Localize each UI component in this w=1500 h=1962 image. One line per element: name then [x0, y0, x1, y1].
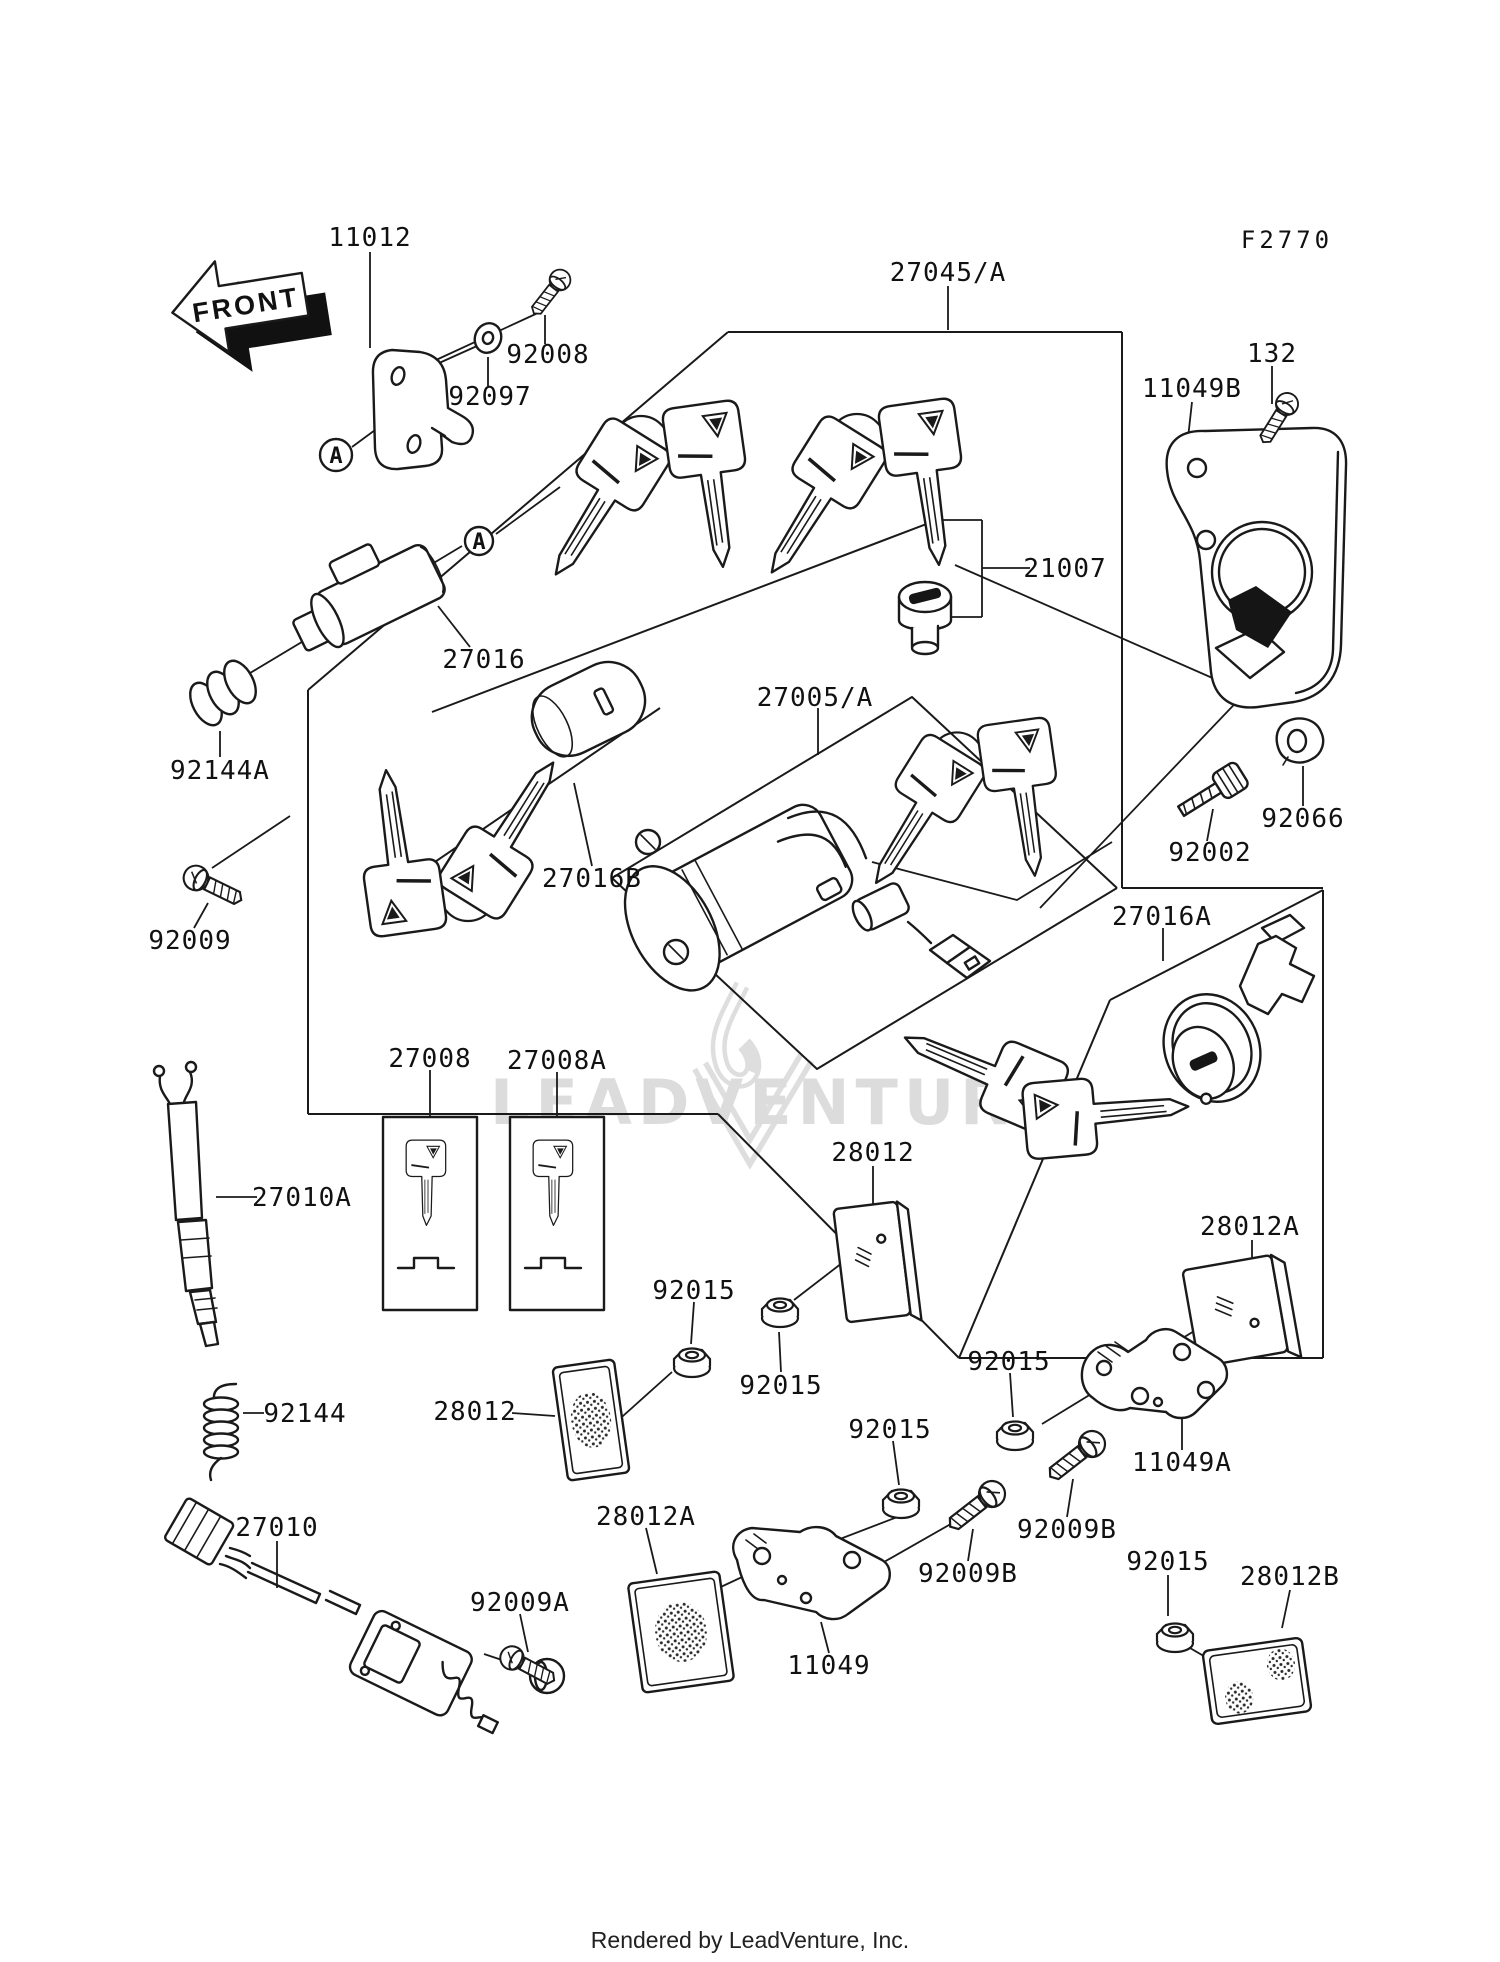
part-92144A-spring: [189, 659, 257, 727]
label-27008: 27008: [388, 1044, 471, 1074]
front-arrow: FRONT: [171, 260, 332, 372]
label-92144A: 92144A: [170, 756, 270, 786]
label-28012-left: 28012: [433, 1397, 516, 1427]
label-27045A: 27045/A: [890, 258, 1007, 288]
part-11012-holder-bracket: [371, 348, 475, 471]
part-92009B-screw-1: [1041, 1424, 1112, 1488]
callout-a1: A: [318, 437, 354, 473]
part-27010A-switch-lead: [152, 1060, 220, 1348]
label-92144: 92144: [263, 1399, 346, 1429]
label-92097: 92097: [448, 382, 531, 412]
part-28012-reflector-top: [832, 1200, 923, 1324]
label-27010: 27010: [235, 1513, 318, 1543]
part-27016A-seat-lock: [1162, 913, 1316, 1105]
label-11049B: 11049B: [1142, 374, 1242, 404]
part-28012A-reflector-bottom: [627, 1570, 735, 1694]
part-92144-spring: [202, 1382, 240, 1482]
label-11049A: 11049A: [1132, 1448, 1232, 1478]
part-27008-key-blank-packet: [381, 1115, 479, 1312]
plate-clip-detail: [1228, 586, 1292, 648]
label-92015-4: 92015: [848, 1415, 931, 1445]
part-keys-27045-pair-2: [739, 397, 976, 592]
part-92097-washer: [473, 322, 503, 354]
part-28012-reflector-left: [551, 1358, 631, 1482]
figure-code: F2770: [1241, 226, 1333, 254]
label-92009B-1: 92009B: [1017, 1515, 1117, 1545]
part-92015-nut-3: [995, 1420, 1035, 1452]
leader-lines: [193, 252, 1304, 1663]
callout-a2: A: [463, 525, 495, 557]
part-keys-27016B-pair: [349, 743, 586, 938]
part-27016B-cap: [530, 660, 647, 758]
label-92008: 92008: [506, 340, 589, 370]
part-92008-screw: [524, 264, 576, 321]
part-11049A-bracket: [1080, 1328, 1229, 1420]
label-92015-1: 92015: [652, 1276, 735, 1306]
label-28012A-right: 28012A: [1200, 1212, 1300, 1242]
label-21007: 21007: [1023, 554, 1106, 584]
label-132: 132: [1247, 339, 1297, 369]
label-28012A-bottom: 28012A: [596, 1502, 696, 1532]
part-11049B-plate: [1165, 426, 1348, 709]
part-keys-27045-pair-1: [523, 399, 760, 594]
callout-a1-label: A: [329, 444, 342, 469]
part-92009-screw: [178, 860, 248, 913]
label-92066: 92066: [1261, 804, 1344, 834]
label-92015-3: 92015: [967, 1347, 1050, 1377]
part-11049-bracket: [732, 1525, 891, 1621]
label-27008A: 27008A: [507, 1046, 607, 1076]
label-28012B: 28012B: [1240, 1562, 1340, 1592]
part-27005-ignition-switch: [623, 803, 992, 992]
label-11012: 11012: [328, 223, 411, 253]
part-27016-lock-cylinder: [292, 543, 446, 652]
label-92015-2: 92015: [739, 1371, 822, 1401]
callout-a2-label: A: [472, 530, 485, 555]
label-92009B-2: 92009B: [918, 1559, 1018, 1589]
part-labels: 11012 92008 92097 27045/A 132 11049B 210…: [148, 223, 1344, 1681]
part-92002-screw: [1176, 761, 1249, 818]
part-21007-tumbler: [897, 580, 953, 656]
label-92002: 92002: [1168, 838, 1251, 868]
label-92009: 92009: [148, 926, 231, 956]
label-11049: 11049: [787, 1651, 870, 1681]
part-keys-27005-pair: [845, 717, 1070, 902]
footer-credit: Rendered by LeadVenture, Inc.: [591, 1927, 909, 1953]
part-92015-nut-1: [672, 1347, 712, 1379]
label-27016A: 27016A: [1112, 902, 1212, 932]
part-92015-nut-5: [1155, 1622, 1195, 1654]
part-27010-switch-assembly: [164, 1497, 499, 1735]
label-27016: 27016: [442, 645, 525, 675]
part-92009B-screw-2: [941, 1474, 1012, 1538]
part-92009A-screw: [495, 1641, 566, 1695]
part-key-27016A-right: [1019, 1067, 1194, 1162]
part-92015-nut-4: [881, 1488, 921, 1520]
part-92066-grommet: [1275, 717, 1325, 766]
label-92015-5: 92015: [1126, 1547, 1209, 1577]
label-27016B: 27016B: [542, 864, 642, 894]
label-92009A: 92009A: [470, 1588, 570, 1618]
label-27010A: 27010A: [252, 1183, 352, 1213]
part-27008A-key-blank-packet: [508, 1115, 606, 1312]
part-28012B-reflector: [1201, 1636, 1313, 1726]
part-28012A-reflector-right: [1181, 1253, 1303, 1368]
label-27005A: 27005/A: [757, 683, 874, 713]
label-28012-top: 28012: [831, 1138, 914, 1168]
part-92015-nut-2: [760, 1297, 800, 1329]
